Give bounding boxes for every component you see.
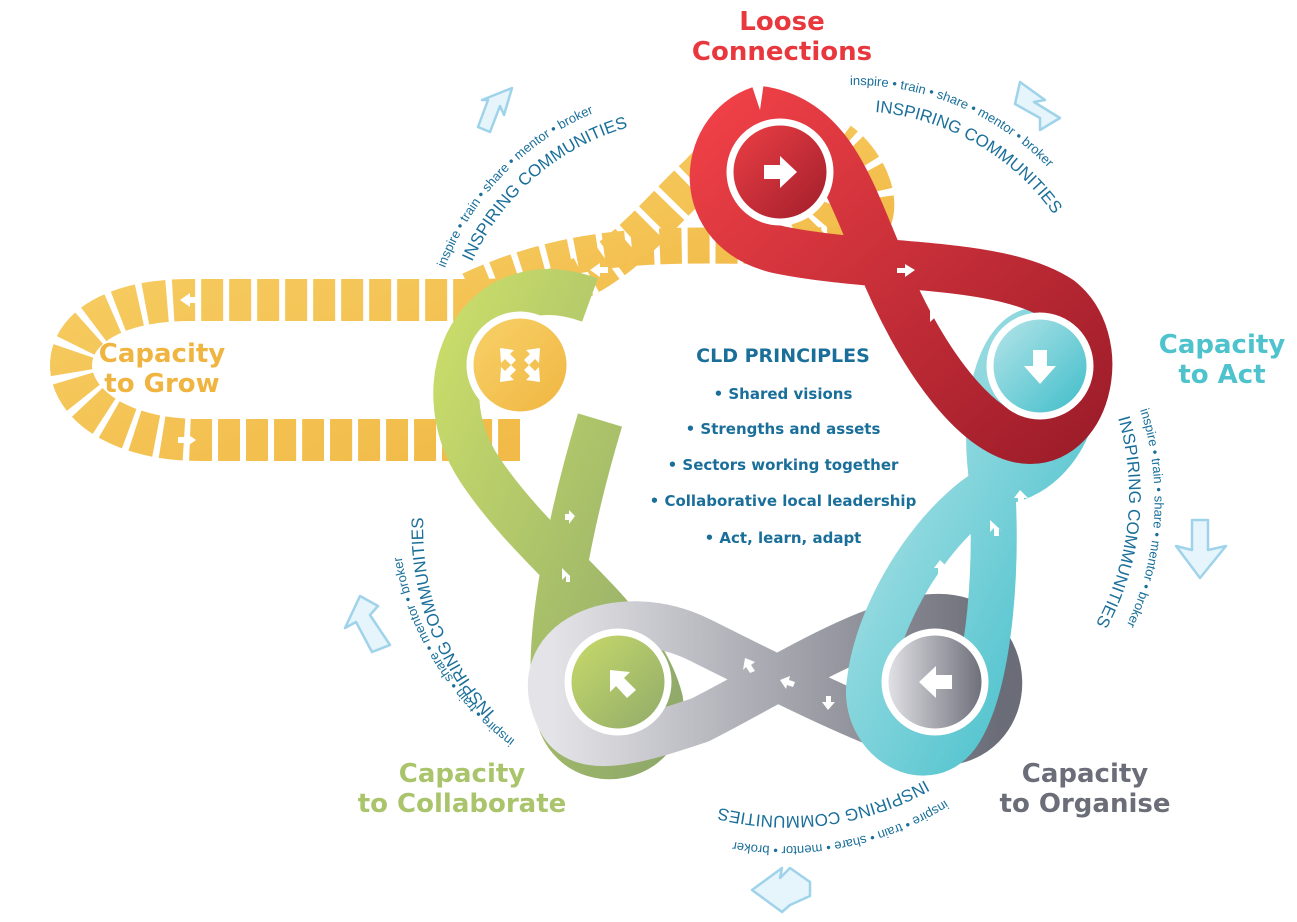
cycle-arrow-left-icon	[343, 594, 392, 654]
svg-text:Capacity: Capacity	[1022, 759, 1149, 789]
stage-circle-act	[986, 312, 1094, 420]
flow-arrow-icon	[360, 360, 370, 374]
right-arrow-icon	[764, 156, 797, 188]
flow-arrow-icon	[1014, 490, 1028, 506]
svg-text:to Grow: to Grow	[104, 369, 219, 399]
cycle-arrow-right-icon	[1174, 518, 1228, 580]
flow-arrow-icon	[743, 658, 755, 673]
svg-text:Capacity: Capacity	[99, 339, 226, 369]
principle-item: • Shared visions	[714, 385, 853, 403]
flow-arrow-icon	[180, 293, 198, 307]
down-arrow-icon	[1024, 350, 1056, 384]
stage-label-organise: Capacity to Organise	[1000, 759, 1171, 819]
flow-arrow-icon	[565, 510, 575, 524]
stage-label-connections: Loose Connections	[692, 7, 872, 67]
principle-item: • Strengths and assets	[686, 420, 881, 438]
flow-arrow-icon	[562, 568, 574, 582]
up-left-arrow-icon	[610, 670, 636, 698]
svg-text:Capacity: Capacity	[399, 759, 526, 789]
flow-arrow-icon	[780, 676, 795, 689]
flow-arrow-icon	[934, 560, 948, 576]
svg-text:to Act: to Act	[1178, 360, 1265, 390]
principle-item: • Collaborative local leadership	[650, 492, 917, 510]
cycle-arrows	[343, 80, 1228, 914]
flow-arrow-icon	[822, 696, 835, 710]
svg-text:to Collaborate: to Collaborate	[358, 789, 567, 819]
flow-arrow-icon	[178, 433, 196, 447]
act-ribbon	[846, 307, 1099, 776]
stage-circle-connections	[726, 118, 834, 226]
stage-label-act: Capacity to Act	[1159, 330, 1286, 390]
cycle-arrow-top-right-icon	[1013, 80, 1062, 132]
principle-item: • Sectors working together	[668, 456, 899, 474]
cycle-arrow-top-left-icon	[476, 86, 514, 134]
stage-circle-collaborate	[564, 628, 672, 736]
stage-circle-grow	[466, 311, 574, 419]
svg-text:Connections: Connections	[692, 37, 872, 67]
principles-title: CLD PRINCIPLES	[696, 345, 870, 367]
stage-label-collaborate: Capacity to Collaborate	[358, 759, 567, 819]
left-arrow-icon	[919, 666, 952, 698]
cycle-arrow-bottom-icon	[750, 866, 812, 914]
flow-arrows	[178, 263, 1028, 710]
svg-text:to Organise: to Organise	[1000, 789, 1171, 819]
principle-item: • Act, learn, adapt	[705, 529, 862, 547]
expand-arrows-icon	[500, 348, 540, 382]
flow-arrow-icon	[897, 264, 915, 277]
stage-label-grow: Capacity to Grow	[99, 339, 226, 399]
flow-arrow-icon	[930, 306, 943, 322]
principles-panel: CLD PRINCIPLES • Shared visions • Streng…	[650, 345, 917, 547]
flow-arrow-icon	[990, 520, 1003, 536]
svg-text:Loose: Loose	[739, 7, 824, 37]
flow-arrow-icon	[662, 265, 670, 275]
flow-arrow-icon	[590, 263, 608, 277]
svg-text:Capacity: Capacity	[1159, 330, 1286, 360]
stage-circle-organise	[881, 628, 989, 736]
